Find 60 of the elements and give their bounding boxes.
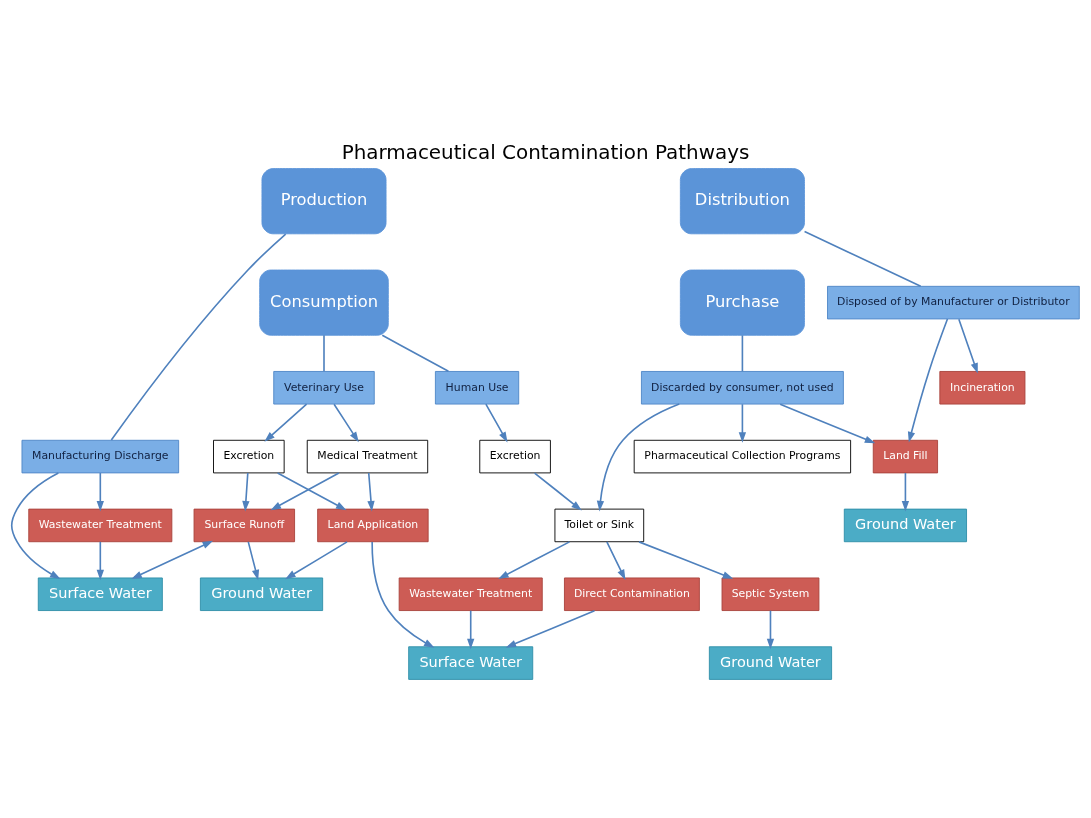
arrow — [96, 471, 104, 512]
arrow — [131, 540, 214, 579]
node-box: Purchase — [679, 269, 805, 336]
arrow — [596, 402, 681, 511]
node-box: Ground Water — [199, 577, 324, 611]
node-box: Discarded by consumer, not used — [640, 370, 844, 405]
node-box: Direct Contamination — [564, 577, 700, 611]
arrow — [958, 317, 978, 374]
arrow — [333, 402, 359, 442]
arrow — [738, 402, 747, 443]
arrow — [766, 609, 775, 649]
arrow — [270, 471, 340, 510]
node-box: Disposed of by Manufacturer or Distributor — [827, 285, 1080, 319]
node-box: Surface Water — [408, 645, 534, 680]
arrow — [96, 540, 104, 580]
node-box: Medical Treatment — [306, 439, 429, 473]
arrow — [10, 471, 61, 579]
arrow — [505, 609, 596, 648]
connector — [323, 333, 325, 372]
arrow — [285, 540, 348, 579]
arrow — [371, 540, 435, 648]
node-box: Veterinary Use — [273, 370, 375, 405]
node-box: Land Fill — [872, 439, 939, 473]
connector — [803, 230, 922, 287]
arrow — [779, 402, 876, 443]
arrow — [606, 540, 626, 580]
arrow — [467, 609, 475, 649]
arrow — [901, 471, 910, 512]
node-box: Production — [261, 167, 387, 234]
node-box: Distribution — [679, 167, 805, 234]
node-box: Manufacturing Discharge — [21, 439, 180, 473]
node-box: Toilet or Sink — [554, 508, 645, 542]
node-box: Human Use — [434, 370, 520, 405]
arrow — [247, 540, 260, 580]
node-box: Wastewater Treatment — [28, 508, 173, 542]
node-box: Septic System — [721, 577, 820, 611]
node-box: Excretion — [479, 439, 551, 473]
connector — [110, 232, 287, 441]
connector — [381, 333, 450, 372]
node-box: Land Application — [317, 508, 429, 542]
connector — [741, 333, 744, 372]
arrow — [264, 402, 308, 442]
node-box: Incineration — [939, 370, 1026, 405]
node-box: Ground Water — [843, 508, 967, 542]
arrow — [533, 471, 582, 511]
node-box: Consumption — [259, 269, 389, 336]
diagram-title: Pharmaceutical Contamination Pathways — [341, 140, 750, 164]
arrow — [485, 402, 508, 442]
node-box: Surface Water — [37, 577, 163, 611]
node-box: Wastewater Treatment — [398, 577, 543, 611]
arrow — [276, 471, 347, 510]
arrow — [498, 540, 571, 579]
node-box: Ground Water — [708, 645, 833, 680]
node-box: Pharmaceutical Collection Programs — [633, 439, 852, 473]
arrow — [242, 471, 250, 512]
arrow — [367, 471, 375, 512]
node-box: Surface Runoff — [193, 508, 296, 542]
arrow — [638, 540, 734, 579]
node-box: Excretion — [213, 439, 285, 473]
arrow — [907, 317, 949, 442]
